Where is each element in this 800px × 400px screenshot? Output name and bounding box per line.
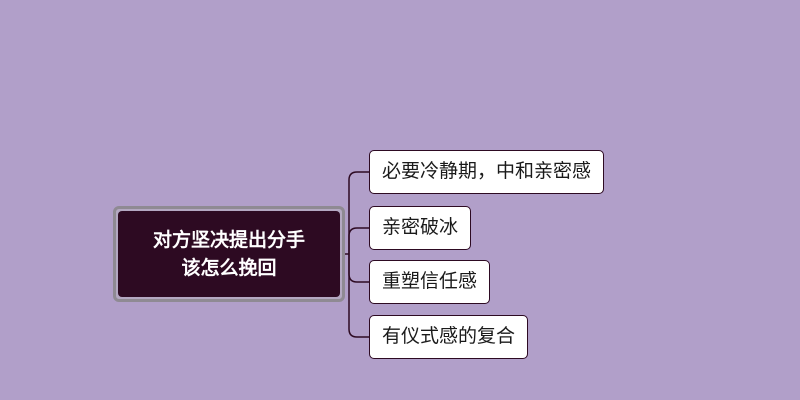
connector-child-1 bbox=[348, 171, 369, 254]
child-node-cooling-period[interactable]: 必要冷静期，中和亲密感 bbox=[369, 150, 605, 194]
child-node-intimacy-icebreak[interactable]: 亲密破冰 bbox=[369, 206, 472, 250]
root-node-line-2: 该怎么挽回 bbox=[181, 257, 277, 279]
root-node-line-1: 对方坚决提出分手 bbox=[152, 229, 305, 251]
child-node-rebuild-trust[interactable]: 重塑信任感 bbox=[369, 260, 491, 304]
connector-child-3 bbox=[348, 254, 369, 283]
connector-child-4 bbox=[348, 254, 369, 338]
root-node[interactable]: 对方坚决提出分手 该怎么挽回 bbox=[118, 211, 340, 297]
root-node-frame[interactable]: 对方坚决提出分手 该怎么挽回 bbox=[113, 206, 345, 302]
child-node-ritual-reunion[interactable]: 有仪式感的复合 bbox=[369, 315, 529, 359]
connector-child-2 bbox=[348, 227, 369, 254]
